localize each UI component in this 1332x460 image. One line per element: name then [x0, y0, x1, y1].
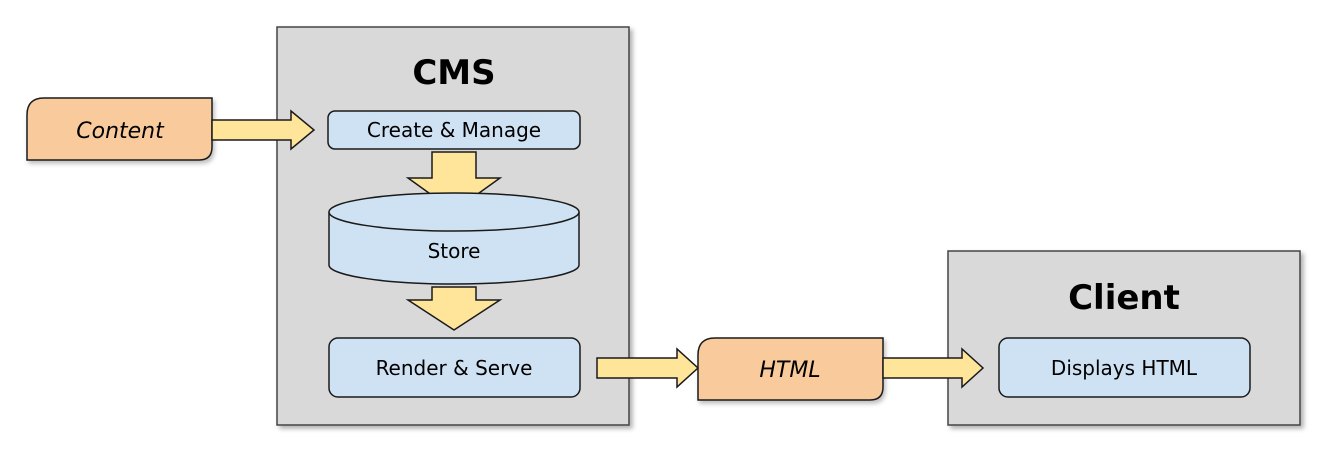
displays-html-label: Displays HTML	[1051, 356, 1198, 380]
html-label: HTML	[759, 358, 820, 383]
arrow-render-to-html	[596, 347, 700, 389]
content-label: Content	[76, 119, 165, 144]
store-database: Store	[328, 192, 580, 285]
create-manage-box: Create & Manage	[327, 110, 581, 150]
arrow-content-to-create	[211, 109, 316, 151]
render-serve-box: Render & Serve	[328, 337, 581, 398]
content-document: Content	[26, 97, 213, 161]
render-serve-label: Render & Serve	[376, 356, 533, 380]
client-title: Client	[1068, 278, 1180, 318]
arrow-html-to-client	[882, 347, 985, 389]
arrow-store-to-render	[405, 286, 503, 331]
html-document: HTML	[697, 337, 884, 401]
displays-html-box: Displays HTML	[998, 337, 1251, 398]
store-label: Store	[428, 239, 481, 263]
cms-title: CMS	[412, 53, 495, 93]
create-manage-label: Create & Manage	[367, 118, 541, 142]
